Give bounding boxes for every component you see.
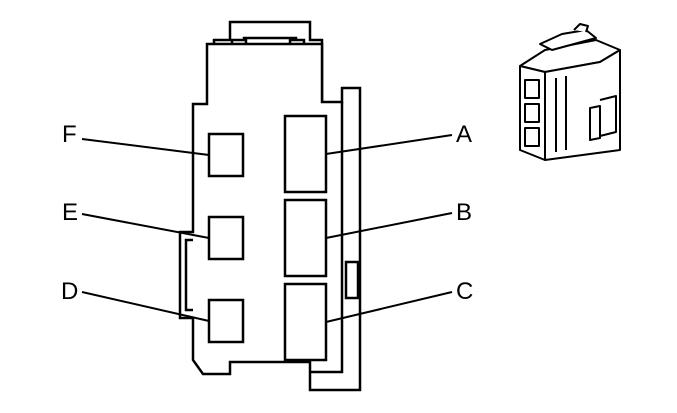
leader-line-e (81, 213, 210, 239)
cavity-a (283, 114, 328, 194)
thumb-latch (539, 29, 597, 51)
connector-thumbnail (519, 23, 621, 161)
thumb-notch (589, 105, 601, 141)
cavity-d (207, 298, 245, 344)
thumb-cavity-2 (524, 103, 540, 123)
leader-line-f (81, 138, 210, 156)
cavity-b (283, 198, 328, 278)
pin-label-b: B (456, 199, 472, 226)
pin-label-c: C (456, 278, 473, 305)
pin-label-e: E (62, 199, 78, 226)
leader-line-d (81, 291, 210, 322)
thumb-cavity-1 (524, 79, 540, 99)
left-notch (184, 238, 193, 312)
cavity-f (207, 132, 245, 178)
connector-body (178, 42, 362, 392)
thumb-right (544, 49, 621, 161)
leader-line-a (325, 134, 453, 155)
thumb-latch-tab (573, 23, 589, 33)
leader-line-b (325, 212, 453, 239)
thumb-rib (555, 76, 617, 152)
connector-face (178, 20, 362, 392)
thumb-cavity-3 (524, 127, 540, 147)
cavity-e (207, 215, 245, 261)
leader-line-c (325, 291, 453, 323)
pin-label-f: F (62, 121, 77, 148)
pin-label-d: D (61, 278, 78, 305)
cavity-c (283, 282, 328, 362)
side-latch (344, 260, 360, 300)
pin-label-a: A (456, 121, 472, 148)
right-wall (310, 102, 344, 374)
